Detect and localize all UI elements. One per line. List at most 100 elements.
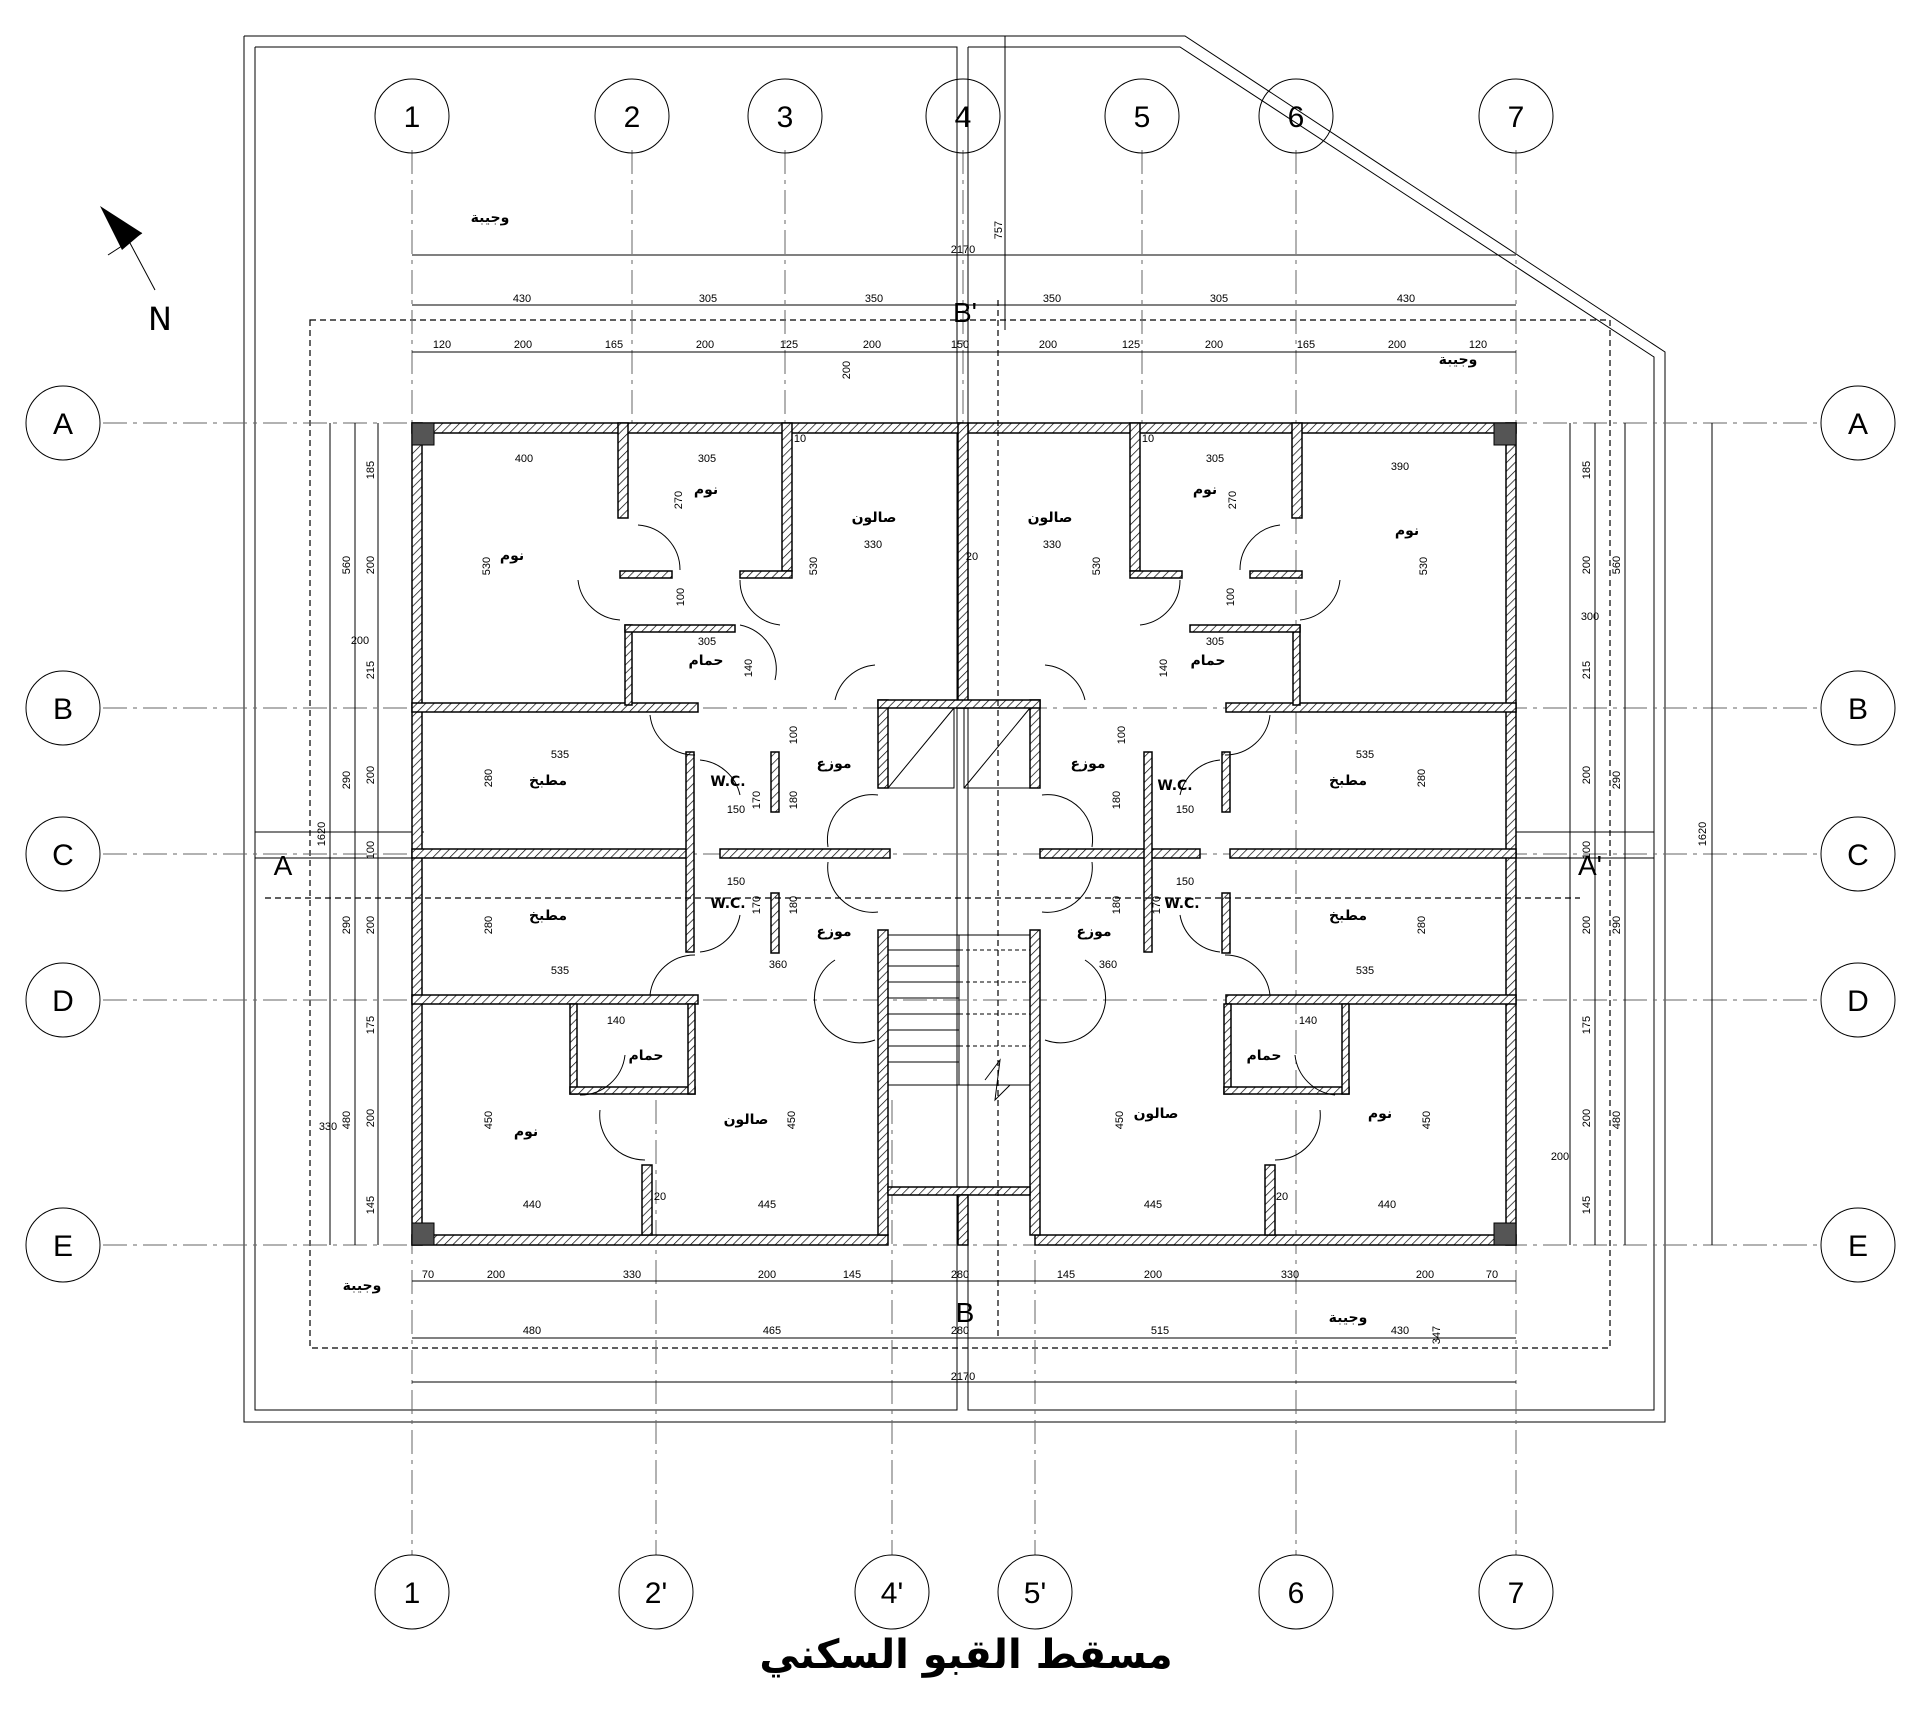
dim-180-b: 180 xyxy=(788,896,800,914)
dim-open-9: 125 xyxy=(1122,339,1140,351)
dim-305-c: 305 xyxy=(698,636,716,648)
dim-535-b: 535 xyxy=(1356,749,1374,761)
dim-360-a: 360 xyxy=(769,959,787,971)
label-bedroom-e1: نوم xyxy=(514,1124,538,1140)
grid-label-top-3: 3 xyxy=(777,101,794,134)
label-kitchen-2: مطبخ xyxy=(1329,773,1367,789)
label-kitchen-3: مطبخ xyxy=(529,908,567,924)
dim-top-4: 350 xyxy=(1043,293,1061,305)
dim-200-top: 200 xyxy=(841,361,853,379)
dim-445-a: 445 xyxy=(758,1199,776,1211)
dim-530-a: 530 xyxy=(481,557,493,575)
dim-757: 757 xyxy=(993,221,1005,239)
dim-330-left: 330 xyxy=(319,1121,337,1133)
dim-300-right: 300 xyxy=(1581,611,1599,623)
dim-347: 347 xyxy=(1431,1326,1443,1344)
label-kitchen-1: مطبخ xyxy=(529,773,567,789)
dim-vright-4: 200 xyxy=(1581,766,1593,784)
dim-vmid-1: 560 xyxy=(341,556,353,574)
label-bedroom-e2: نوم xyxy=(1368,1106,1392,1122)
dim-180-a: 180 xyxy=(788,791,800,809)
label-bedroom-a2: نوم xyxy=(694,482,718,498)
dim-height-right: 1620 xyxy=(1697,822,1709,846)
dim-20-c: 20 xyxy=(1276,1191,1288,1203)
label-bedroom-a3: نوم xyxy=(1193,482,1217,498)
dim-170-b: 170 xyxy=(751,896,763,914)
label-setback-3: وجيبة xyxy=(343,1278,382,1294)
dim-bottom-5: 145 xyxy=(843,1269,861,1281)
dim-vmid-4: 480 xyxy=(341,1111,353,1129)
grid-label-bottom-5: 6 xyxy=(1288,1577,1305,1610)
grid-label-bottom-3: 4' xyxy=(881,1577,903,1610)
dim-vmid-r2: 290 xyxy=(1611,771,1623,789)
grid-label-top-4: 4 xyxy=(955,101,972,134)
dim-270-a: 270 xyxy=(673,491,685,509)
dim-100-d: 100 xyxy=(1116,726,1128,744)
grid-row-a-right: A xyxy=(1848,408,1868,441)
dim-530-c: 530 xyxy=(1091,557,1103,575)
dim-open-1: 120 xyxy=(433,339,451,351)
dim-180-c: 180 xyxy=(1111,791,1123,809)
section-markers: A A' B' B xyxy=(265,297,1602,1340)
dim-vmid-r4: 480 xyxy=(1611,1111,1623,1129)
dim-535-d: 535 xyxy=(1356,965,1374,977)
dim-open-8: 200 xyxy=(1039,339,1057,351)
grid-row-e-right: E xyxy=(1848,1230,1868,1263)
dim-bottom-8: 200 xyxy=(1144,1269,1162,1281)
label-bath-e2: حمام xyxy=(1247,1048,1282,1064)
dim-140-b: 140 xyxy=(1158,659,1170,677)
dim-450-c: 450 xyxy=(1114,1111,1126,1129)
dim-150-a: 150 xyxy=(727,804,745,816)
dim-150-d: 150 xyxy=(1176,876,1194,888)
dim-bottom2-4: 515 xyxy=(1151,1325,1169,1337)
dim-bottom-3: 330 xyxy=(623,1269,641,1281)
label-wc-4: W.C. xyxy=(1164,896,1199,912)
dim-top-5: 305 xyxy=(1210,293,1228,305)
dim-170-a: 170 xyxy=(751,791,763,809)
dim-overall-bottom: 2170 xyxy=(951,1371,975,1383)
dim-535-a: 535 xyxy=(551,749,569,761)
dim-open-2: 200 xyxy=(514,339,532,351)
label-wc-2: W.C. xyxy=(1157,778,1192,794)
north-arrow-icon: N xyxy=(100,206,172,338)
dim-305-d: 305 xyxy=(1206,636,1224,648)
label-bath-e1: حمام xyxy=(629,1048,664,1064)
dim-170-c: 170 xyxy=(1151,896,1163,914)
dimension-texts: 2170 2170 430 305 350 350 305 430 120 20… xyxy=(316,221,1709,1383)
label-setback-4: وجيبة xyxy=(1329,1310,1368,1326)
grid-label-top-7: 7 xyxy=(1508,101,1525,134)
label-distributor-2: موزع xyxy=(1070,756,1105,772)
dim-180-d: 180 xyxy=(1111,896,1123,914)
dim-open-5: 125 xyxy=(780,339,798,351)
grid-row-e-left: E xyxy=(53,1230,73,1263)
dim-390: 390 xyxy=(1391,461,1409,473)
drawing-title: مسقط القبو السكني xyxy=(759,1632,1172,1678)
dim-open-6: 200 xyxy=(863,339,881,351)
grid-label-top-6: 6 xyxy=(1288,101,1305,134)
dim-bottom-4: 200 xyxy=(758,1269,776,1281)
dim-280-a: 280 xyxy=(483,769,495,787)
label-setback-1: وجيبة xyxy=(471,210,510,226)
dim-vright-1: 185 xyxy=(1581,461,1593,479)
label-distributor-3: موزع xyxy=(816,924,851,940)
dim-bottom-11: 70 xyxy=(1486,1269,1498,1281)
section-a-left: A xyxy=(274,850,293,881)
dim-100-a: 100 xyxy=(675,588,687,606)
grid-bubbles-rows: A A B B C C D D E E xyxy=(25,385,1896,1283)
dim-vleft-1: 185 xyxy=(365,461,377,479)
dim-top-2: 305 xyxy=(699,293,717,305)
dim-200-right: 200 xyxy=(1551,1151,1569,1163)
dim-vright-8: 200 xyxy=(1581,1109,1593,1127)
grid-row-b-left: B xyxy=(53,693,73,726)
grid-row-b-right: B xyxy=(1848,693,1868,726)
dim-vleft-2: 200 xyxy=(365,556,377,574)
dim-400: 400 xyxy=(515,453,533,465)
upper-floor-outline xyxy=(309,319,1611,1349)
dim-vleft-4: 200 xyxy=(365,766,377,784)
dim-140-c: 140 xyxy=(607,1015,625,1027)
dim-vright-9: 145 xyxy=(1581,1196,1593,1214)
door-swings xyxy=(577,524,1341,1161)
section-b-bottom: B xyxy=(956,1297,975,1328)
dim-vmid-r3: 290 xyxy=(1611,916,1623,934)
grid-label-top-2: 2 xyxy=(624,101,641,134)
